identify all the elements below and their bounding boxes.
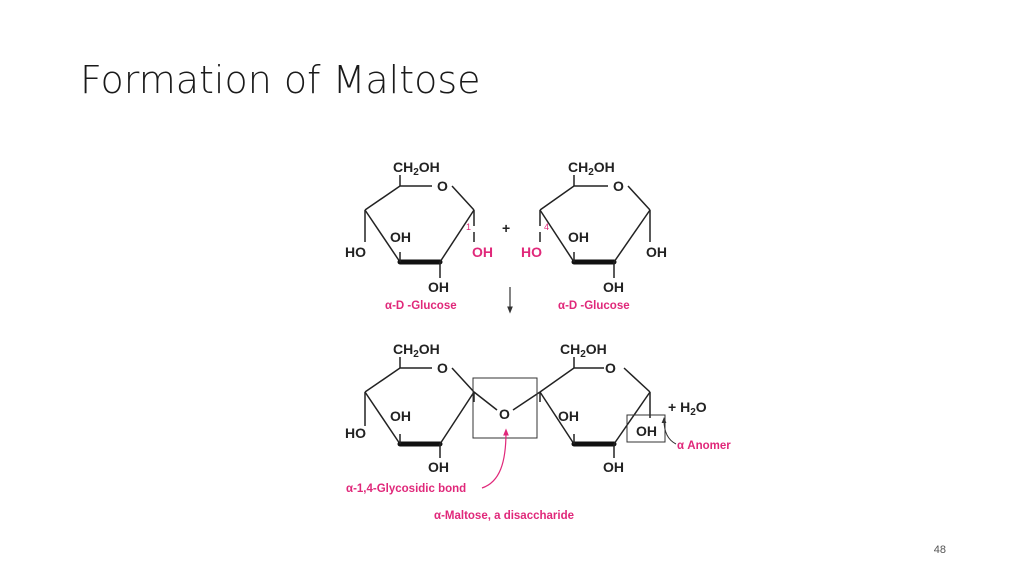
maltose-left-ho: HO (345, 425, 366, 441)
right-oh-bottom: OH (603, 279, 624, 295)
left-glucose-name: α-D -Glucose (385, 300, 457, 312)
left-ring-oxygen: O (437, 178, 448, 194)
maltose-left-oh-bottom: OH (428, 459, 449, 475)
left-oh-bottom: OH (428, 279, 449, 295)
right-carbon-number: 4 (544, 222, 549, 232)
glycosidic-bond-arrow (481, 428, 509, 489)
maltose-right-ring-oxygen: O (605, 360, 616, 376)
left-ch2oh-label: CH2OH (393, 159, 440, 178)
plus-sign: + (502, 220, 510, 236)
right-oh-inner: OH (568, 229, 589, 245)
page-number: 48 (933, 544, 946, 556)
maltose-right-oh-bottom: OH (603, 459, 624, 475)
right-ch2oh-label: CH2OH (568, 159, 615, 178)
glycosidic-bond-box (472, 377, 538, 439)
bridge-oxygen: O (499, 406, 510, 422)
maltose-left-oh-inner: OH (390, 408, 411, 424)
anomer-arrow (661, 417, 677, 445)
maltose-left-ch2oh: CH2OH (393, 341, 440, 360)
maltose-name: α-Maltose, a disaccharide (434, 510, 574, 522)
maltose-molecule: CH2OH O OH HO OH O CH2OH O OH OH OH + H2… (345, 341, 731, 522)
anomer-oh: OH (636, 423, 657, 439)
maltose-left-ring-oxygen: O (437, 360, 448, 376)
left-glucose-molecule: CH2OH O OH HO OH OH 1 α-D -Glucose (345, 159, 493, 312)
anomer-label: α Anomer (677, 440, 731, 452)
water-product: + H2O (668, 399, 707, 418)
slide-title: Formation of Maltose (80, 58, 481, 102)
maltose-right-ch2oh: CH2OH (560, 341, 607, 360)
right-glucose-molecule: CH2OH O OH HO OH OH 4 α-D -Glucose (521, 159, 667, 312)
glycosidic-bond-label: α-1,4-Glycosidic bond (346, 483, 466, 495)
maltose-right-oh-inner: OH (558, 408, 579, 424)
left-oh-inner: OH (390, 229, 411, 245)
left-ho-label: HO (345, 244, 366, 260)
left-anomeric-oh: OH (472, 244, 493, 260)
right-glucose-name: α-D -Glucose (558, 300, 630, 312)
right-ring-oxygen: O (613, 178, 624, 194)
right-oh-label: OH (646, 244, 667, 260)
right-ho-c4: HO (521, 244, 542, 260)
left-carbon-number: 1 (466, 222, 471, 232)
